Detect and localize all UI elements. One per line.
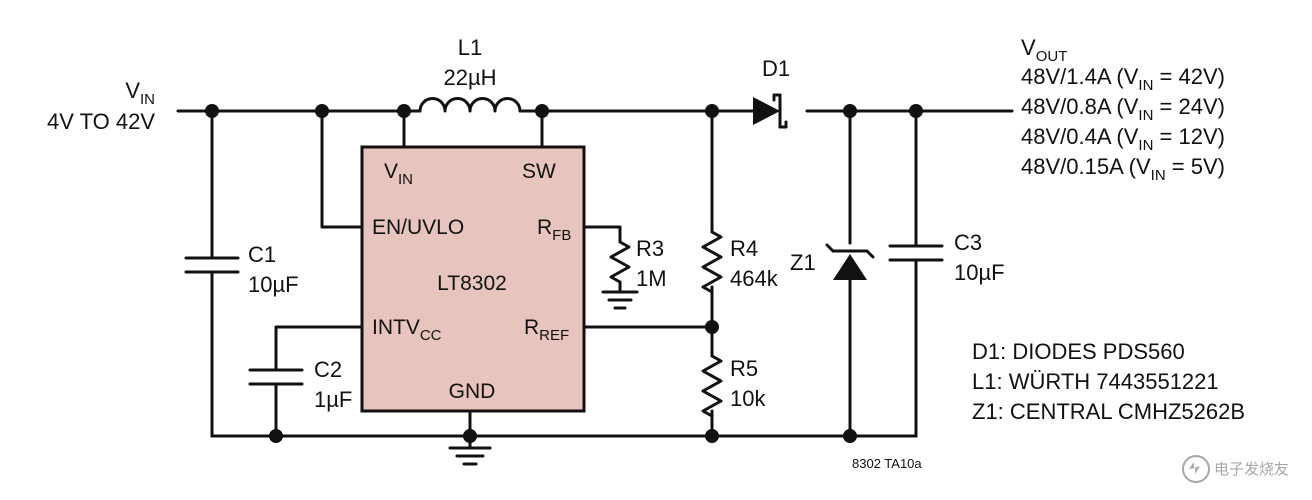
schottky-diode-d1-symbol [753, 93, 788, 129]
vin-label: VIN [125, 78, 155, 108]
r5-value: 10k [730, 386, 766, 411]
capacitor-c3-symbol [888, 244, 944, 262]
r3-value: 1M [636, 266, 667, 291]
vin-range: 4V TO 42V [47, 109, 155, 134]
ic-pin-sw: SW [522, 160, 556, 183]
c3-value: 10µF [954, 260, 1005, 285]
ic-part-number: LT8302 [437, 272, 507, 295]
l1-ref: L1 [458, 35, 482, 60]
vout-label: VOUT [1021, 35, 1067, 65]
wires [176, 109, 1014, 450]
d1-ref: D1 [762, 56, 790, 81]
bom-note: L1: WÜRTH 7443551221 [972, 369, 1219, 394]
junction-dots [205, 104, 923, 443]
r4-value: 464k [730, 266, 779, 291]
r4-ref: R4 [730, 236, 758, 261]
z1-ref: Z1 [790, 250, 816, 275]
vout-rating: 48V/0.15A (VIN = 5V) [1021, 154, 1225, 184]
ic-pin-en-uvlo: EN/UVLO [372, 216, 464, 239]
figure-id: 8302 TA10a [852, 456, 922, 471]
l1-value: 22µH [443, 65, 496, 90]
c3-ref: C3 [954, 230, 982, 255]
c2-value: 1µF [314, 387, 352, 412]
bom-note: Z1: CENTRAL CMHZ5262B [972, 399, 1245, 424]
ic-pin-rfb: RFB [537, 216, 571, 244]
c1-value: 10µF [248, 272, 299, 297]
vout-rating: 48V/1.4A (VIN = 42V) [1021, 64, 1225, 94]
ic-pin-rref: RREF [524, 316, 569, 344]
ground-symbol-r3 [601, 290, 639, 310]
watermark-logo: 电子发烧友 [1182, 455, 1289, 483]
vout-rating: 48V/0.4A (VIN = 12V) [1021, 124, 1225, 154]
ic-pin-intvcc: INTVCC [372, 316, 442, 344]
c2-ref: C2 [314, 357, 342, 382]
ic-pin-gnd: GND [449, 380, 496, 403]
resistor-r4-symbol [701, 230, 723, 294]
watermark-text: 电子发烧友 [1214, 461, 1289, 478]
r3-ref: R3 [636, 236, 664, 261]
vout-rating: 48V/0.8A (VIN = 24V) [1021, 94, 1225, 124]
capacitor-c2-symbol [248, 368, 304, 386]
lt8302-ic-body [360, 145, 586, 413]
resistor-r5-symbol [701, 354, 723, 418]
resistor-r3-symbol [609, 240, 631, 284]
c1-ref: C1 [248, 242, 276, 267]
inductor-l1-symbol [418, 97, 522, 113]
r5-ref: R5 [730, 356, 758, 381]
ic-pin-vin: VIN [384, 160, 413, 188]
zener-diode-z1-symbol [825, 243, 875, 280]
bom-note: D1: DIODES PDS560 [972, 339, 1185, 364]
ground-symbol-main [448, 446, 492, 466]
capacitor-c1-symbol [184, 256, 240, 274]
